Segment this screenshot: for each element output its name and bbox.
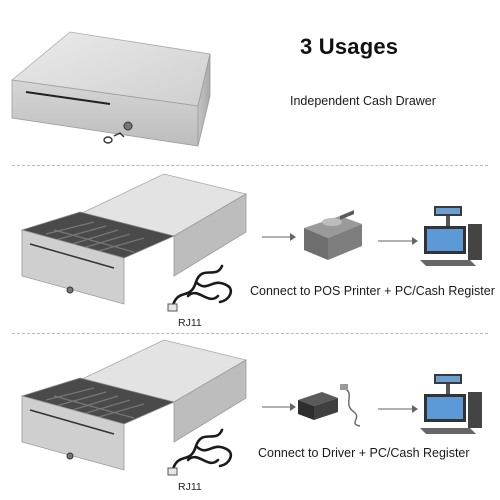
arrow-right-icon bbox=[262, 233, 296, 241]
closed-cash-drawer-icon bbox=[11, 31, 211, 147]
arrow-right-icon bbox=[378, 237, 418, 245]
rj11-label-2: RJ11 bbox=[178, 481, 202, 493]
open-cash-drawer-icon bbox=[20, 173, 248, 305]
pc-cash-register-monitor-icon bbox=[420, 374, 482, 434]
arrow-right-icon bbox=[378, 405, 418, 413]
coiled-cable-icon bbox=[167, 428, 233, 476]
rj11-label-1: RJ11 bbox=[178, 317, 202, 329]
section-divider bbox=[12, 333, 488, 334]
usb-cable-icon bbox=[340, 384, 361, 427]
arrow-right-icon bbox=[262, 403, 296, 411]
coiled-cable-icon bbox=[167, 264, 233, 312]
caption-pos-printer: Connect to POS Printer + PC/Cash Registe… bbox=[250, 284, 495, 298]
pos-printer-icon bbox=[304, 210, 362, 260]
usages-title: 3 Usages bbox=[300, 34, 399, 59]
caption-driver: Connect to Driver + PC/Cash Register bbox=[258, 446, 470, 460]
section-divider bbox=[12, 165, 488, 166]
driver-box-icon bbox=[298, 392, 338, 420]
pc-cash-register-monitor-icon bbox=[420, 206, 482, 266]
open-cash-drawer-icon bbox=[20, 339, 248, 471]
caption-independent: Independent Cash Drawer bbox=[290, 94, 436, 108]
